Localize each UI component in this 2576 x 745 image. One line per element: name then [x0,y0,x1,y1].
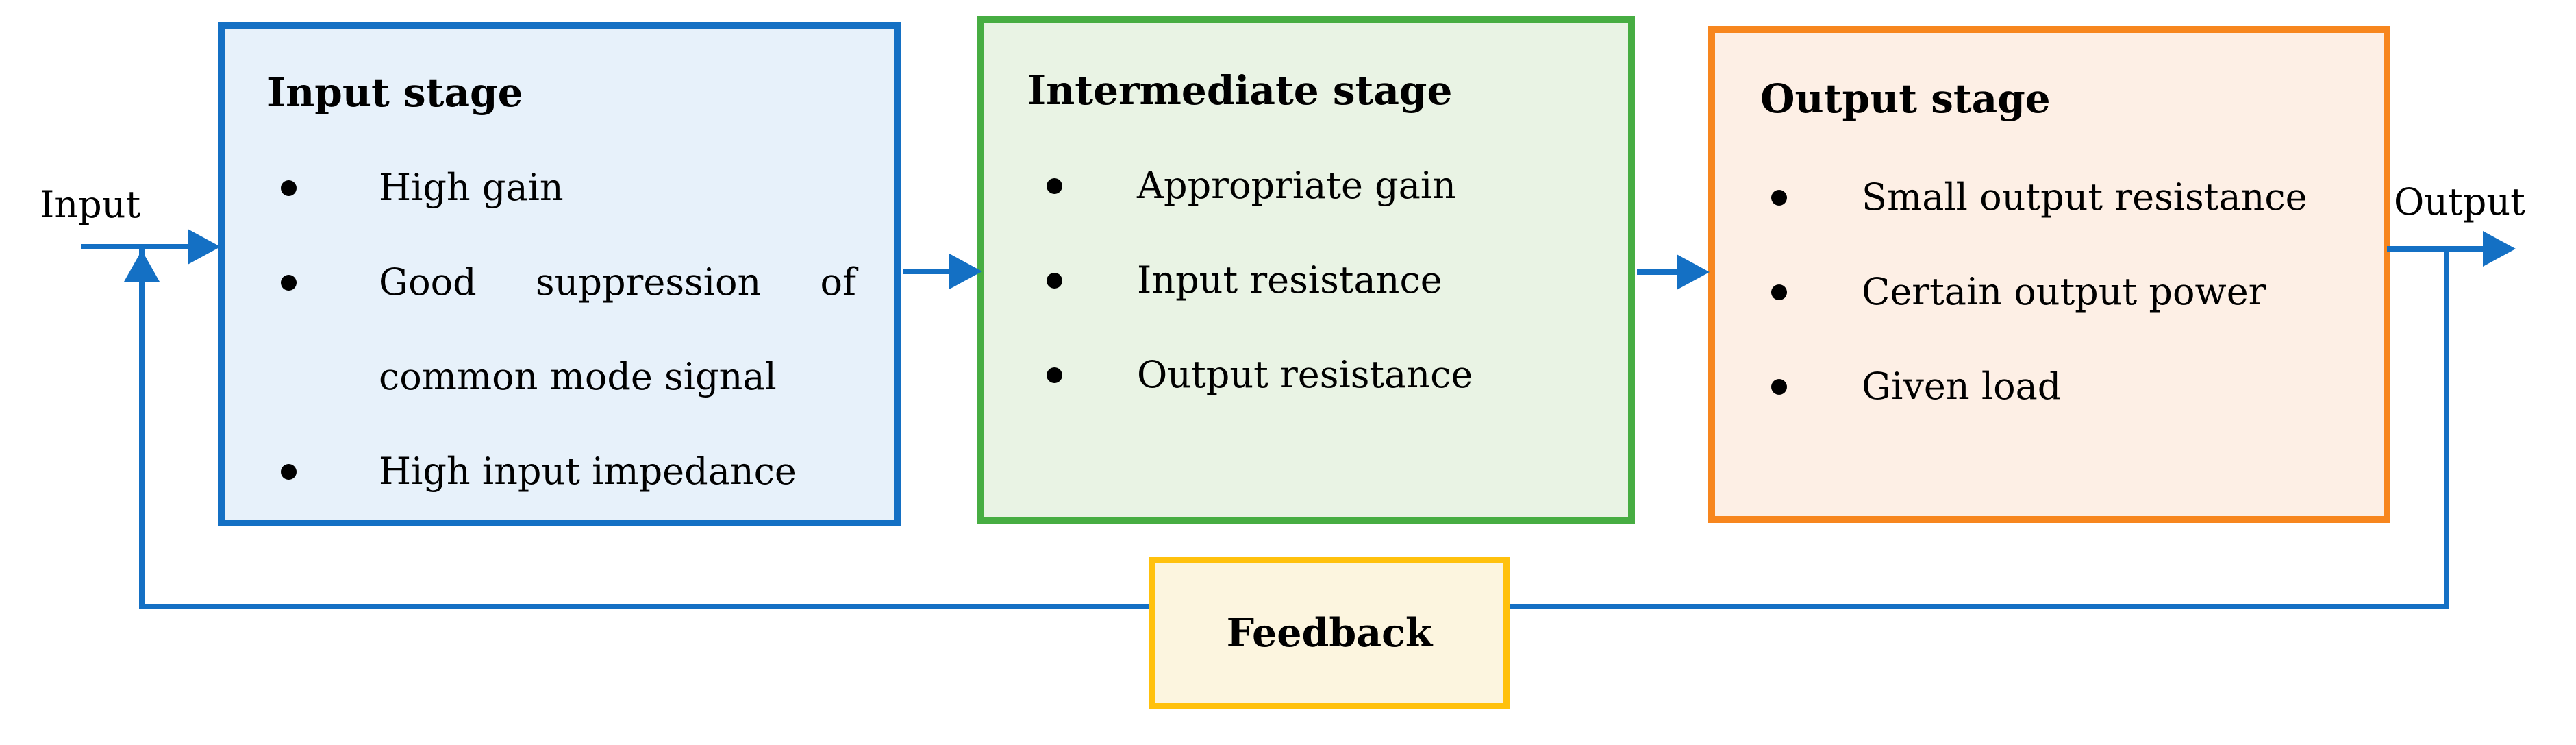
bullet-item: Output resistance [1047,328,1473,422]
arrowhead-stage2-to-stage3-icon [1677,254,1710,290]
arrow-line-stage1-to-stage2 [903,269,951,274]
feedback-box-label: Feedback [1226,610,1433,656]
bullet-item: Small output resistance [1771,150,2308,245]
output-arrowhead-icon [2483,231,2516,267]
arrowhead-stage1-to-stage2-icon [949,254,982,289]
bullet-word: Good [379,260,477,304]
output-arrow-line [2387,246,2484,252]
feedback-wire-right-vertical [2444,246,2449,609]
bullet-item: Input resistance [1047,233,1473,328]
bullet-item: Certain output power [1771,245,2308,339]
bullet-marker-icon [281,464,297,480]
bullet-marker-icon [1047,178,1062,194]
feedback-wire-left-vertical [139,248,145,609]
bullet-marker-icon [281,275,297,291]
bullet-line: common mode signal [379,355,777,398]
bullet-item: Appropriate gain [1047,138,1473,233]
bullet-word: suppression [535,260,762,304]
bullet-line: Output resistance [1137,353,1473,396]
bullet-item: High gain [281,141,856,235]
bullet-line: Appropriate gain [1137,164,1456,207]
input-arrowhead-icon [188,229,221,265]
bullet-line: High input impedance [379,450,797,493]
bullet-marker-icon [281,180,297,196]
intermediate-stage-title: Intermediate stage [1027,67,1453,114]
bullet-word: of [820,260,857,304]
bullet-line: Good suppression of [379,235,856,330]
bullet-marker-icon [1771,190,1787,206]
feedback-box: Feedback [1149,557,1510,709]
bullet-item: Given load [1771,339,2308,434]
bullet-line: Given load [1862,365,2062,408]
input-arrow-line [81,244,189,249]
input-stage-title: Input stage [267,69,523,116]
output-stage-title: Output stage [1760,75,2051,122]
output-label: Output [2394,180,2525,223]
bullet-marker-icon [1047,367,1062,383]
bullet-item: High input impedance [281,424,856,519]
bullet-line: Input resistance [1137,258,1442,302]
arrow-line-stage2-to-stage3 [1637,269,1678,275]
bullet-marker-icon [1771,284,1787,300]
bullet-item: Good suppression of common mode signal [281,235,856,424]
bullet-line: High gain [379,166,564,209]
bullet-marker-icon [1047,273,1062,289]
bullet-line: Small output resistance [1862,175,2308,219]
bullet-marker-icon [1771,379,1787,395]
input-label: Input [40,183,141,226]
bullet-line: Certain output power [1862,270,2266,313]
feedback-wire-bottom-left [139,604,1154,609]
feedback-wire-bottom-right [1505,604,2449,609]
